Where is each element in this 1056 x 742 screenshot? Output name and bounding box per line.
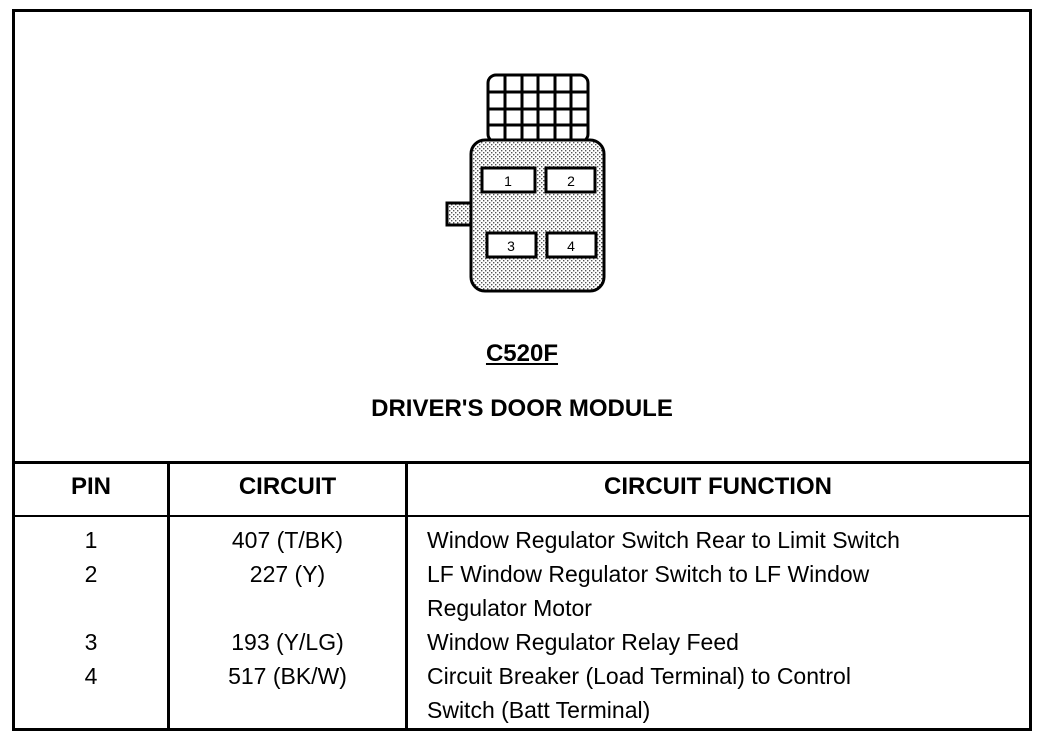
wire-harness-grid: [486, 73, 590, 144]
pin-cavity-2: 2: [544, 166, 597, 194]
table-row-3-function: Window Regulator Relay Feed: [427, 629, 739, 655]
table-row-1-circuit: 407 (T/BK): [231, 527, 344, 553]
table-row-3-pin: 3: [84, 629, 98, 655]
connector-diagram: 1 2 3 4 C520F DRIVER'S DOOR MODULE: [15, 12, 1029, 461]
table-header-divider: [15, 515, 1029, 517]
pin-label-1: 1: [504, 173, 512, 189]
pin-cavity-4: 4: [545, 231, 598, 259]
header-circuit-function: CIRCUIT FUNCTION: [604, 473, 832, 500]
pin-cavity-3: 3: [485, 231, 538, 259]
connector-drawing: 1 2 3 4: [445, 73, 606, 293]
pin-label-3: 3: [507, 238, 515, 254]
connector-name: DRIVER'S DOOR MODULE: [371, 395, 673, 422]
table-row-2-pin: 2: [84, 561, 98, 587]
pin-cavity-1: 1: [480, 166, 537, 194]
pin-table: PIN CIRCUIT CIRCUIT FUNCTION 1 407 (T/BK…: [15, 461, 1029, 728]
table-row-4-function: Circuit Breaker (Load Terminal) to Contr…: [427, 663, 851, 723]
header-circuit: CIRCUIT: [238, 473, 337, 500]
table-row-1-pin: 1: [84, 527, 98, 553]
table-row-3-circuit: 193 (Y/LG): [231, 629, 344, 655]
column-divider-2: [405, 461, 408, 728]
table-row-4-circuit: 517 (BK/W): [228, 663, 347, 689]
connector-body: [469, 138, 606, 293]
table-top-border: [15, 461, 1029, 464]
column-divider-1: [167, 461, 170, 728]
diagram-frame: 1 2 3 4 C520F DRIVER'S DOOR MODULE PIN C…: [12, 9, 1032, 731]
pin-label-4: 4: [567, 238, 575, 254]
pin-label-2: 2: [567, 173, 575, 189]
header-pin: PIN: [70, 473, 111, 500]
connector-id: C520F: [485, 340, 559, 367]
table-row-2-circuit: 227 (Y): [249, 561, 326, 587]
table-row-4-pin: 4: [84, 663, 98, 689]
connector-latch: [445, 201, 475, 227]
table-row-2-function: LF Window Regulator Switch to LF Window …: [427, 561, 870, 621]
table-row-1-function: Window Regulator Switch Rear to Limit Sw…: [427, 527, 900, 553]
